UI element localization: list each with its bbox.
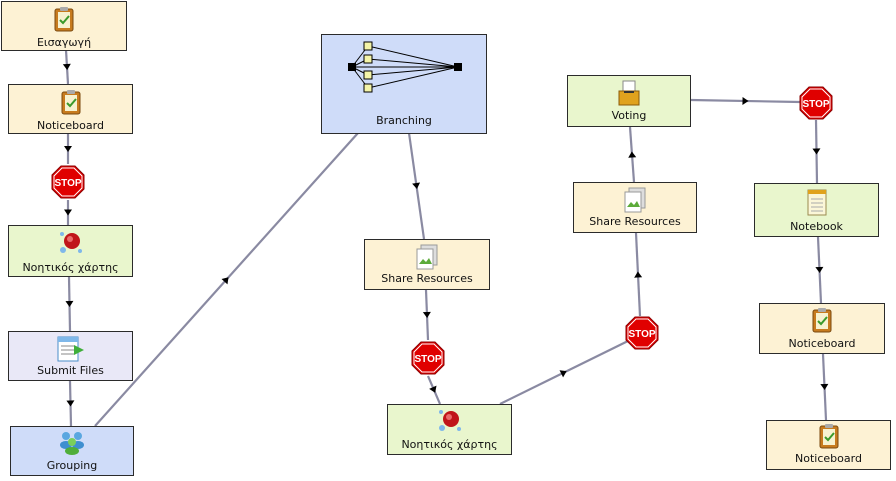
mindmap-icon (436, 407, 464, 437)
activity-label: Share Resources (589, 215, 681, 228)
arrowhead (820, 383, 829, 390)
mindmap-icon (57, 229, 85, 259)
activity-eisagogi[interactable]: Εισαγωγή (1, 1, 127, 51)
arrowhead (812, 148, 821, 155)
share-resources-icon (623, 187, 647, 217)
arrowhead (412, 182, 421, 189)
arrowhead (634, 271, 643, 278)
branching-icon (344, 39, 464, 99)
stop-gate[interactable]: STOP (51, 165, 85, 199)
arrowhead (64, 209, 72, 216)
activity-noticeboard-1[interactable]: Noticeboard (8, 84, 133, 134)
notebook-icon (805, 187, 829, 221)
activity-label: Noticeboard (795, 452, 862, 465)
arrowhead (64, 146, 72, 152)
svg-text:STOP: STOP (628, 329, 655, 340)
arrowhead (559, 370, 567, 378)
activity-label: Submit Files (37, 364, 104, 377)
activity-noticeboard-3[interactable]: Noticeboard (766, 420, 891, 470)
clipboard-icon (53, 6, 75, 36)
activity-grouping[interactable]: Grouping (10, 426, 134, 476)
arrowhead (429, 385, 437, 393)
ballot-box-icon (616, 79, 642, 111)
activity-label: Share Resources (381, 272, 473, 285)
activity-label: Voting (611, 109, 647, 122)
submit-files-icon (56, 335, 86, 367)
activity-voting[interactable]: Voting (567, 75, 691, 127)
arrowhead (62, 63, 71, 70)
activity-noitikos-xartis-1[interactable]: Νοητικός χάρτης (8, 225, 133, 277)
people-group-icon (56, 430, 88, 460)
svg-text:STOP: STOP (802, 99, 829, 110)
activity-label: Branching (376, 114, 432, 127)
activity-share-resources-1[interactable]: Share Resources (364, 239, 490, 290)
activity-label: Grouping (46, 459, 98, 472)
clipboard-icon (811, 307, 833, 337)
arrowhead (66, 400, 75, 407)
svg-text:STOP: STOP (54, 178, 81, 189)
activity-label: Noticeboard (37, 119, 104, 132)
clipboard-icon (60, 89, 82, 119)
stop-gate[interactable]: STOP (799, 86, 833, 120)
arrowhead (628, 151, 637, 158)
activity-label: Notebook (790, 220, 843, 233)
activity-noitikos-xartis-2[interactable]: Νοητικός χάρτης (387, 404, 512, 455)
activity-notebook[interactable]: Notebook (754, 183, 879, 237)
arrowhead (815, 266, 824, 273)
clipboard-icon (818, 423, 840, 453)
arrowhead (422, 311, 431, 318)
activity-label: Noticeboard (788, 337, 856, 350)
arrowhead (65, 300, 74, 307)
activity-label: Εισαγωγή (36, 36, 92, 49)
stop-gate[interactable]: STOP (625, 316, 659, 350)
stop-gate[interactable]: STOP (411, 341, 445, 375)
arrowhead (742, 96, 749, 105)
activity-noticeboard-2[interactable]: Noticeboard (759, 303, 885, 354)
svg-text:STOP: STOP (414, 354, 441, 365)
arrowheads (62, 63, 829, 407)
activity-branching[interactable]: Branching (321, 34, 487, 134)
activity-label: Νοητικός χάρτης (401, 438, 498, 451)
activity-share-resources-2[interactable]: Share Resources (573, 182, 697, 233)
share-resources-icon (415, 244, 439, 274)
activity-label: Νοητικός χάρτης (22, 261, 119, 274)
arrowhead (221, 277, 229, 285)
activity-submit-files[interactable]: Submit Files (8, 331, 133, 381)
